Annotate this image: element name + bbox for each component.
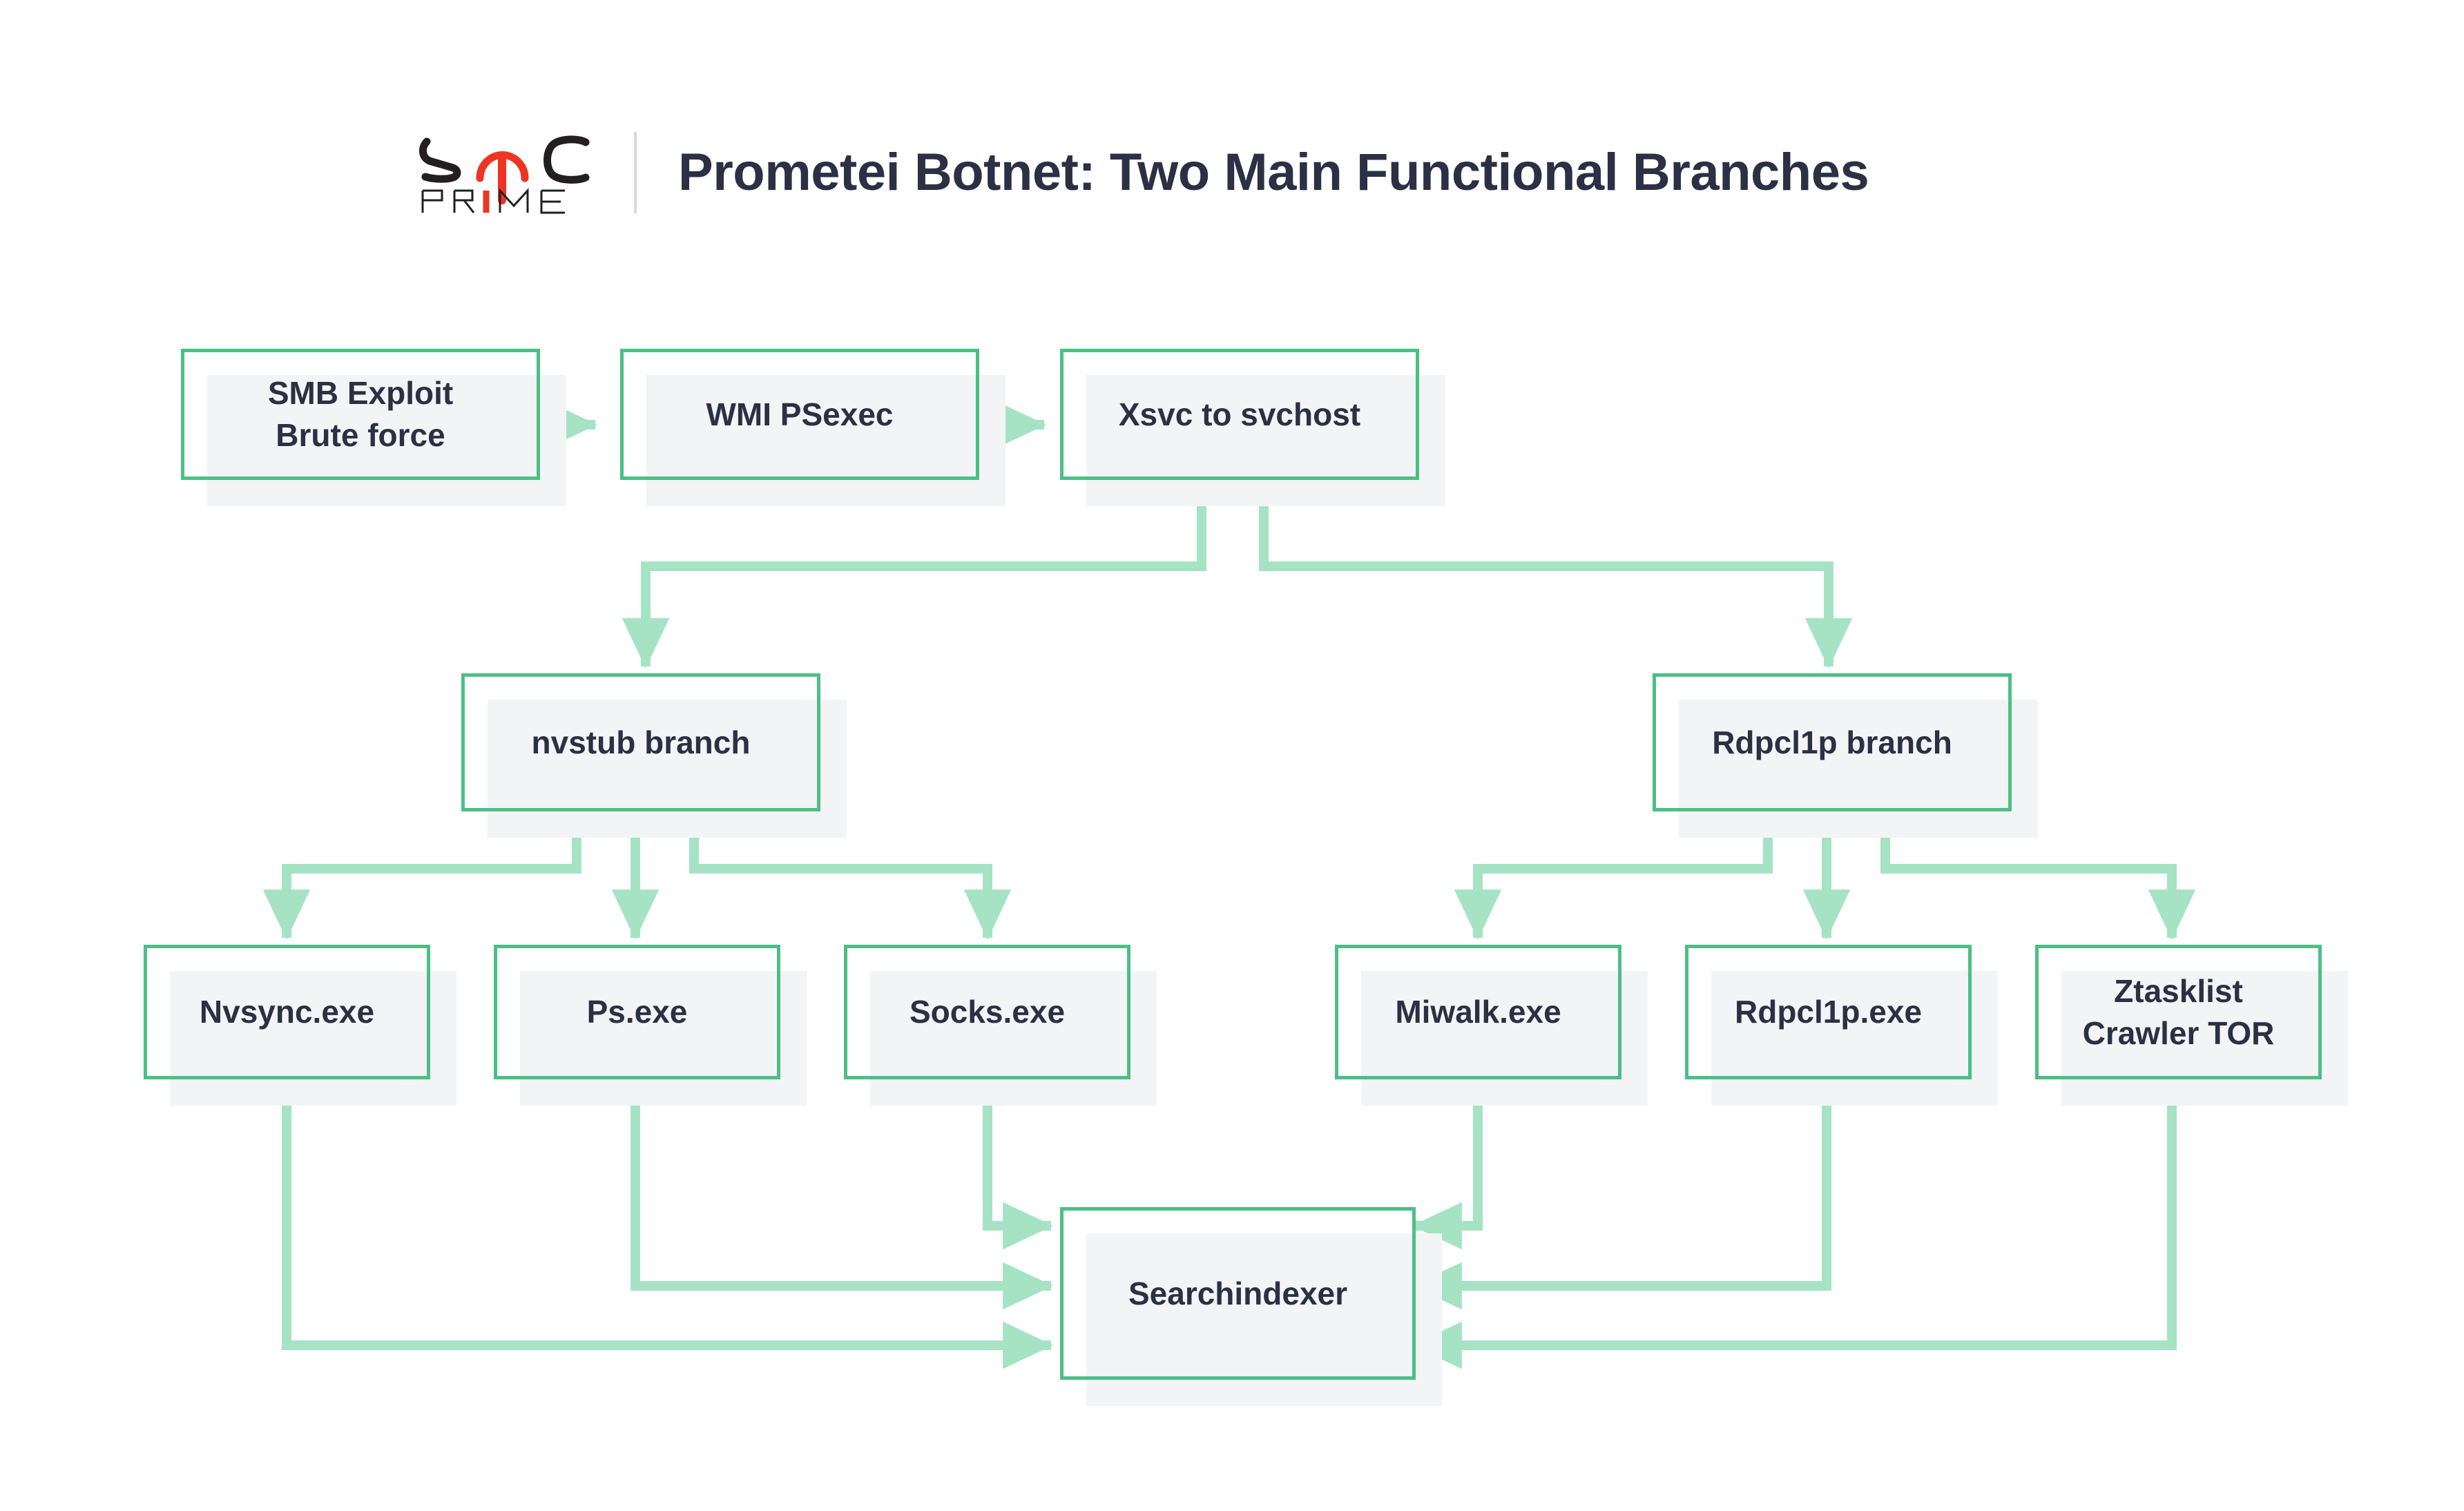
node-shadow	[1361, 971, 1648, 1106]
header: Prometei Botnet: Two Main Functional Bra…	[414, 117, 1869, 228]
node-frame: Searchindexer	[1060, 1207, 1416, 1380]
soc-prime-logo	[414, 124, 595, 221]
node-label: Rdpcl1p branch	[1712, 724, 1952, 760]
node-label: WMI PSexec	[706, 396, 894, 432]
node-nvsync-exe[interactable]: Nvsync.exe	[144, 945, 456, 1106]
node-frame: SMB Exploit Brute force	[181, 349, 540, 480]
node-frame: Xsvc to svchost	[1060, 349, 1419, 480]
node-frame: Rdpcl1p branch	[1653, 673, 2012, 811]
node-shadow	[2061, 971, 2348, 1106]
node-label: Nvsync.exe	[199, 994, 375, 1030]
node-shadow	[488, 700, 847, 838]
node-label: Searchindexer	[1128, 1275, 1348, 1311]
node-shadow	[207, 375, 566, 506]
node-frame: Nvsync.exe	[144, 945, 430, 1079]
node-label: Ps.exe	[586, 994, 688, 1030]
node-searchindexer[interactable]: Searchindexer	[1060, 1207, 1442, 1406]
edge-ztasklist-to-searchindexer	[1412, 1084, 2177, 1369]
node-label: Miwalk.exe	[1395, 994, 1561, 1030]
node-ps-exe[interactable]: Ps.exe	[494, 945, 807, 1106]
edge-xsvc-to-nvstub	[622, 502, 1206, 668]
node-frame: nvstub branch	[461, 673, 820, 811]
node-nvstub-branch[interactable]: nvstub branch	[461, 673, 847, 838]
node-frame: Miwalk.exe	[1335, 945, 1621, 1079]
node-label: Ztasklist Crawler TOR	[2082, 972, 2275, 1051]
edge-ps-to-searchindexer	[631, 1084, 1053, 1310]
node-shadow	[646, 375, 1005, 506]
node-frame: Rdpcl1p.exe	[1685, 945, 1972, 1079]
node-frame: Ps.exe	[494, 945, 780, 1079]
edge-xsvc-to-rdpcl1p	[1259, 502, 1853, 668]
header-divider	[634, 132, 637, 213]
node-frame: Socks.exe	[844, 945, 1130, 1079]
node-frame: WMI PSexec	[620, 349, 979, 480]
node-label: nvstub branch	[531, 724, 751, 760]
node-socks-exe[interactable]: Socks.exe	[844, 945, 1157, 1106]
node-shadow	[1086, 375, 1445, 506]
node-label: Rdpcl1p.exe	[1735, 994, 1922, 1030]
node-shadow	[1679, 700, 2038, 838]
node-rdpcl1p-exe[interactable]: Rdpcl1p.exe	[1685, 945, 1998, 1106]
node-shadow	[870, 971, 1157, 1106]
node-shadow	[1711, 971, 1998, 1106]
page-title: Prometei Botnet: Two Main Functional Bra…	[678, 143, 1869, 202]
node-shadow	[170, 971, 456, 1106]
node-xsvc-to-svchost[interactable]: Xsvc to svchost	[1060, 349, 1445, 506]
node-wmi-psexec[interactable]: WMI PSexec	[620, 349, 1005, 506]
node-frame: Ztasklist Crawler TOR	[2035, 945, 2322, 1079]
edge-rdpcl1pexe-to-searchindexer	[1412, 1084, 1831, 1310]
soc-prime-logo-icon	[419, 135, 590, 214]
node-rdpcl1p-branch[interactable]: Rdpcl1p branch	[1653, 673, 2038, 838]
node-smb-exploit[interactable]: SMB Exploit Brute force	[181, 349, 566, 506]
node-label: Xsvc to svchost	[1118, 396, 1361, 432]
edge-nvsync-to-searchindexer	[282, 1084, 1053, 1369]
node-ztasklist-crawler-tor[interactable]: Ztasklist Crawler TOR	[2035, 945, 2348, 1106]
node-label: Socks.exe	[909, 994, 1066, 1030]
node-miwalk-exe[interactable]: Miwalk.exe	[1335, 945, 1648, 1106]
node-shadow	[520, 971, 807, 1106]
node-label: SMB Exploit Brute force	[267, 375, 454, 453]
